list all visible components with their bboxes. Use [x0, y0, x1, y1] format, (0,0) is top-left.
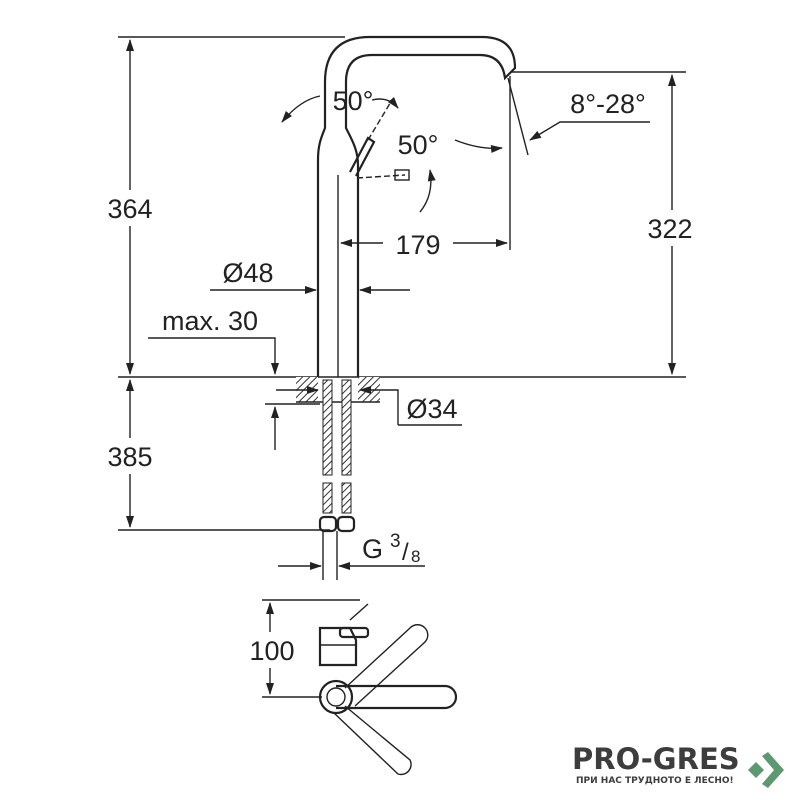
dim-angle-top: 50° — [333, 86, 374, 116]
svg-text:3: 3 — [390, 531, 401, 552]
dim-diameter-34: Ø34 — [406, 394, 457, 424]
dim-364: 364 — [107, 194, 152, 224]
logo-name: PRO-GRES — [572, 742, 740, 776]
dim-thread-prefix: G — [362, 534, 383, 564]
logo-chevron-icon — [748, 752, 784, 788]
dim-diameter-48: Ø48 — [222, 258, 273, 288]
svg-text:/: / — [402, 539, 409, 566]
dim-385: 385 — [107, 442, 152, 472]
dim-max-30: max. 30 — [162, 306, 258, 336]
supply-hoses — [318, 379, 356, 580]
dim-100: 100 — [249, 636, 294, 666]
svg-text:8: 8 — [411, 547, 420, 566]
lever-handle — [349, 136, 376, 177]
extension-lines — [118, 36, 686, 531]
faucet-body — [316, 35, 517, 377]
dim-spout-tilt: 8°-28° — [570, 89, 646, 119]
dim-179: 179 — [395, 230, 440, 260]
dim-322: 322 — [647, 214, 692, 244]
top-view: 100 — [240, 599, 458, 776]
dim-angle-side: 50° — [398, 130, 439, 160]
logo-tagline: ПРИ НАС ТРУДНОТО Е ЛЕСНО! — [576, 776, 734, 786]
pro-gres-logo: PRO-GRES ПРИ НАС ТРУДНОТО Е ЛЕСНО! — [572, 744, 740, 786]
